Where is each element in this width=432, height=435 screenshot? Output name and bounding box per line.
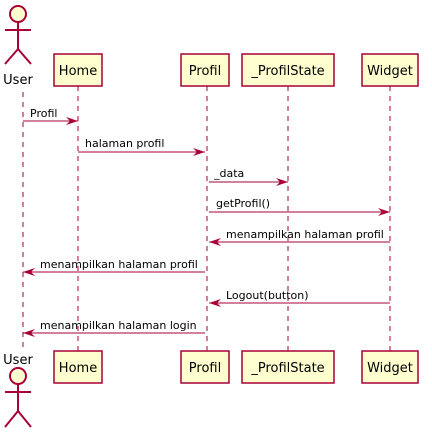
participant-label: Profil [189, 361, 221, 376]
arrowhead-icon [66, 117, 78, 125]
participant-profil-bottom: Profil [180, 350, 230, 384]
message-2: halaman profil [78, 137, 205, 156]
message-label: menampilkan halaman login [40, 319, 197, 332]
message-4: getProfil() [209, 197, 390, 216]
participant-profilstate-bottom: _ProfilState [241, 350, 335, 384]
participant-label: _ProfilState [250, 361, 324, 376]
participant-profilstate-top: _ProfilState [241, 53, 335, 87]
message-6: menampilkan halaman profil [23, 258, 205, 276]
participant-label: Home [59, 64, 97, 79]
participant-user-bottom: User [3, 353, 33, 428]
participant-label: Home [59, 361, 97, 376]
participant-home-bottom: Home [53, 350, 103, 384]
participant-label: User [3, 353, 33, 368]
participant-label: Profil [189, 64, 221, 79]
participant-profil-top: Profil [180, 53, 230, 87]
lifelines [22, 86, 391, 351]
participant-widget-bottom: Widget [361, 350, 419, 384]
message-8: menampilkan halaman login [23, 319, 205, 337]
message-7: Logout(button) [209, 289, 390, 307]
message-label: halaman profil [85, 137, 164, 150]
arrowhead-icon [209, 238, 221, 246]
message-label: menampilkan halaman profil [226, 228, 384, 241]
participant-user-top: User [3, 5, 33, 88]
message-label: Profil [30, 107, 57, 120]
arrowhead-icon [209, 299, 221, 307]
message-1: Profil [23, 107, 78, 125]
message-label: _data [213, 167, 244, 180]
user-actor-icon [4, 5, 32, 65]
message-label: menampilkan halaman profil [40, 258, 198, 271]
participant-label: User [3, 73, 33, 88]
message-3: _data [209, 167, 288, 186]
participant-home-top: Home [53, 53, 103, 87]
participant-widget-top: Widget [361, 53, 419, 87]
arrowhead-icon [378, 208, 390, 216]
arrowhead-icon [23, 268, 35, 276]
messages: Profil halaman profil _data getProfil() … [23, 107, 390, 337]
arrowhead-icon [276, 178, 288, 186]
arrowhead-icon [23, 329, 35, 337]
participant-label: Widget [367, 64, 413, 79]
message-5: menampilkan halaman profil [209, 228, 390, 246]
participant-label: _ProfilState [250, 64, 324, 79]
message-label: Logout(button) [226, 289, 309, 302]
participant-label: Widget [367, 361, 413, 376]
user-actor-icon [4, 367, 32, 428]
arrowhead-icon [193, 148, 205, 156]
message-label: getProfil() [216, 197, 270, 210]
